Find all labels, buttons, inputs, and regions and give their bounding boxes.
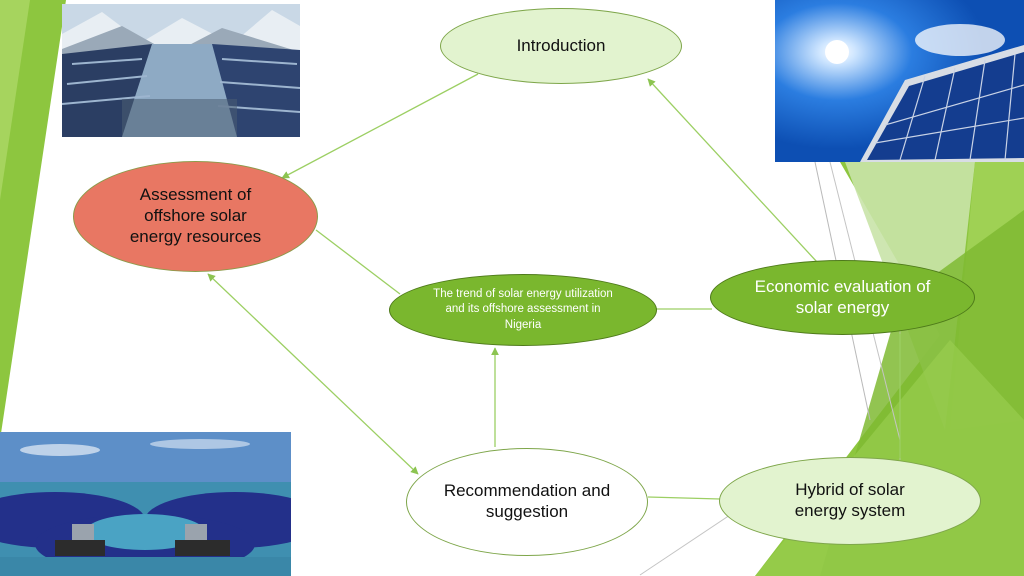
mountain-solar-array-photo: [62, 4, 300, 137]
node-introduction: Introduction: [440, 8, 682, 84]
node-trend-label: The trend of solar energy utilization an…: [433, 287, 613, 331]
node-trend: The trend of solar energy utilization an…: [389, 274, 657, 346]
left-green-wedge: [0, 0, 66, 440]
solar-panels-sun-photo: [775, 0, 1024, 162]
node-hybrid: Hybrid of solar energy system: [719, 457, 981, 545]
node-introduction-label: Introduction: [516, 35, 606, 55]
node-hybrid-label: Hybrid of solar energy system: [794, 480, 906, 520]
node-economic: Economic evaluation of solar energy: [710, 260, 975, 335]
node-assessment: Assessment of offshore solar energy reso…: [73, 161, 318, 272]
node-assessment-label: Assessment of offshore solar energy reso…: [129, 185, 262, 246]
node-recommendation: Recommendation and suggestion: [406, 448, 648, 556]
node-economic-label: Economic evaluation of solar energy: [754, 276, 931, 317]
left-green-wedge-light: [0, 0, 30, 200]
floating-solar-farm-photo: [0, 432, 291, 576]
node-recommendation-label: Recommendation and suggestion: [443, 481, 611, 521]
